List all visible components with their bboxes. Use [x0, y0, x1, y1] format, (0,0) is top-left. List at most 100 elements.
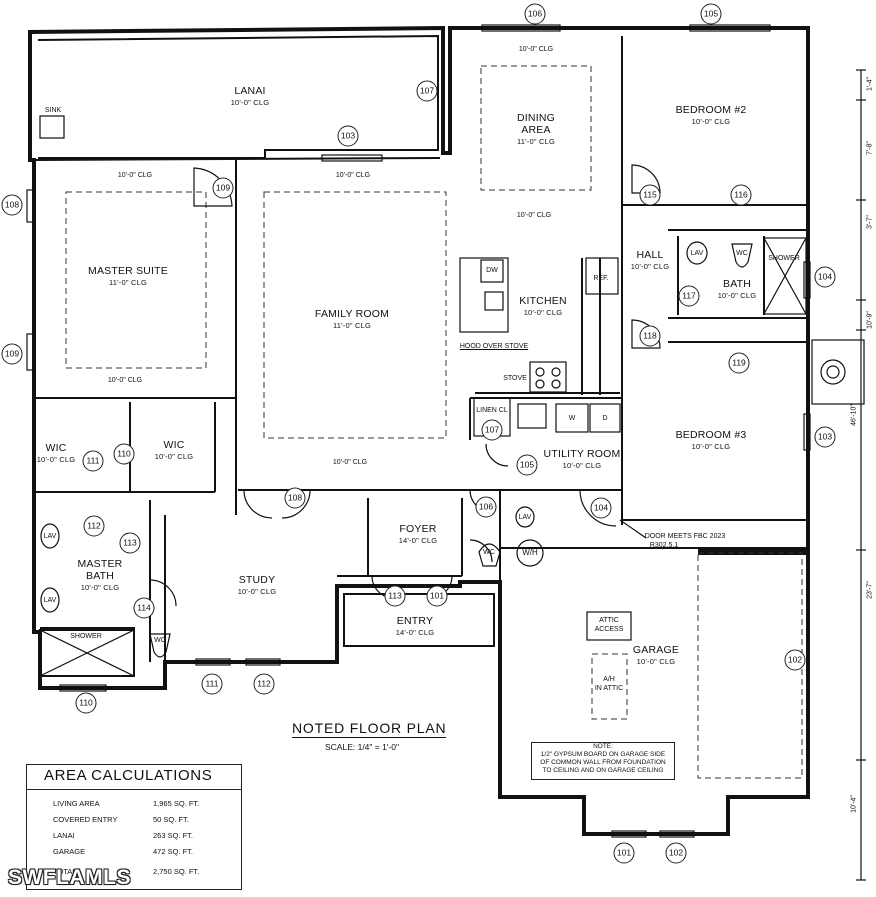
ceiling-height: 10'-0" CLG [154, 452, 194, 461]
room-name: BEDROOM #2 [675, 104, 747, 116]
door-tag: 103 [337, 125, 359, 147]
window [803, 261, 811, 299]
shower-x [39, 629, 135, 677]
window-tag: 106 [524, 3, 546, 25]
area-value: 2,750 SQ. FT. [153, 867, 200, 876]
note-line: 1/2" GYPSUM BOARD ON GARAGE SIDE [540, 751, 666, 758]
note-line: OF COMMON WALL FROM FOUNDATION [540, 759, 666, 766]
ceiling-note: 10'-0" CLG [518, 46, 554, 53]
window [321, 154, 383, 162]
refrigerator-label: REF. [593, 275, 609, 282]
ceiling-height: 10'-0" CLG [717, 291, 757, 300]
wc-label: WC [154, 637, 166, 644]
lav-basin [40, 587, 60, 613]
burner [551, 379, 561, 389]
window-tag: 101 [613, 842, 635, 864]
family-ceiling-dash [263, 191, 447, 439]
door-arc [469, 539, 493, 563]
shower-label: SHOWER [768, 255, 800, 262]
dimension-label: 7'-8" [866, 141, 874, 155]
area-label: LIVING AREA [53, 799, 100, 808]
room-name: BATH [85, 570, 115, 582]
ceiling-note: 10'-0" CLG [516, 212, 552, 219]
dryer-label: D [602, 415, 608, 422]
lav-basin [686, 241, 708, 265]
room-name: FOYER [399, 523, 437, 535]
fireplace [811, 339, 865, 405]
ceiling-height: 10'-0" CLG [691, 442, 731, 451]
sink [39, 115, 65, 139]
window [26, 333, 34, 371]
door-tag: 112 [83, 515, 105, 537]
attic-access [586, 611, 632, 641]
ceiling-height: 10'-0" CLG [80, 583, 120, 592]
fireplace-flue [826, 365, 840, 379]
room-name: DINING [517, 112, 555, 124]
washer [555, 403, 589, 433]
door-tag: 116 [730, 184, 752, 206]
door-tag: 113 [119, 532, 141, 554]
room-name: AREA [521, 124, 551, 136]
window [59, 684, 107, 692]
ceiling-height: 10'-0" CLG [691, 117, 731, 126]
shower-stall [763, 237, 807, 315]
area-heading: AREA CALCULATIONS [27, 765, 241, 790]
room-name: STUDY [238, 574, 276, 586]
door-tag: 118 [639, 325, 661, 347]
shower-rect [39, 629, 135, 677]
door-tag: 113 [384, 585, 406, 607]
lav-basin [515, 506, 535, 528]
room-name: ENTRY [396, 615, 434, 627]
shower-x [763, 237, 807, 315]
window [481, 24, 561, 32]
ceiling-note: 10'-0" CLG [117, 172, 153, 179]
room-name: BATH [722, 278, 752, 290]
door-arc [149, 579, 177, 607]
room-name: KITCHEN [519, 295, 567, 307]
window-tag: 112 [253, 673, 275, 695]
window-tag: 108 [1, 194, 23, 216]
door-tag: 114 [133, 597, 155, 619]
window [659, 830, 695, 838]
door-note: DOOR MEETS FBC 2023 [644, 533, 726, 540]
window [611, 830, 647, 838]
plan-title: NOTED FLOOR PLAN [292, 720, 447, 738]
room-name: BEDROOM #3 [675, 429, 747, 441]
area-label: GARAGE [53, 847, 86, 856]
ceiling-height: 10'-0" CLG [630, 262, 670, 271]
door-tag: 106 [475, 496, 497, 518]
ceiling-height: 11'-0" CLG [108, 278, 148, 287]
stove-label: STOVE [503, 375, 527, 382]
door-arc [485, 443, 509, 467]
ceiling-height: 10'-0" CLG [562, 461, 602, 470]
area-label: TOTAL [53, 867, 77, 876]
door-arc [579, 489, 617, 527]
ceiling-height: 11'-0" CLG [516, 137, 556, 146]
ceiling-height: 10'-0" CLG [36, 455, 76, 464]
burner [535, 379, 545, 389]
island [459, 257, 509, 333]
lav-label: LAV [43, 533, 57, 540]
stove [529, 361, 567, 393]
fireplace-flue [820, 359, 846, 385]
hood-label: HOOD OVER STOVE [459, 343, 529, 350]
ceiling-note: 10'-0" CLG [335, 172, 371, 179]
ceiling-height: 14'-0" CLG [398, 536, 438, 545]
ceiling-height: 10'-0" CLG [523, 308, 563, 317]
dishwasher-label: DW [486, 267, 498, 274]
dimension-label: 46'-10" [850, 404, 858, 426]
door-tag: 108 [284, 487, 306, 509]
door-tag: 105 [516, 454, 538, 476]
dimension-label: 3'-7" [866, 215, 874, 229]
lav-label: LAV [43, 597, 57, 604]
